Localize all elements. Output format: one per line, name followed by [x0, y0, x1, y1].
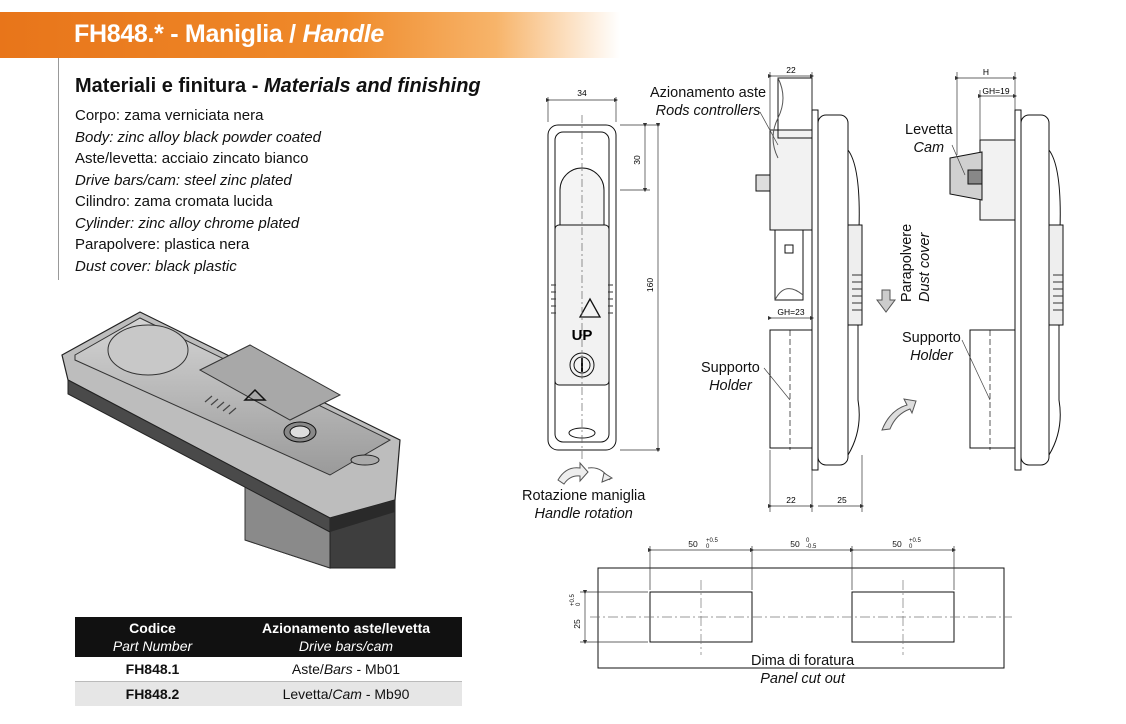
material-en: Dust cover: black plastic [75, 257, 237, 275]
part-code: FH848.2 [125, 686, 180, 702]
dim-50-b: 50 [790, 539, 800, 549]
handle-3d-render [61, 311, 401, 569]
material-it: Cilindro: zama cromata lucida [75, 193, 273, 210]
dim-h: H [983, 67, 989, 77]
material-en: Drive bars/cam: steel zinc plated [75, 171, 292, 189]
rotation-arrows-icon [557, 461, 614, 485]
side-view-cam [949, 109, 1064, 471]
table-row: FH848.1 Aste/Bars - Mb01 [75, 657, 462, 682]
up-marking: UP [572, 327, 593, 344]
page-title: FH848.* - Maniglia / Handle [74, 20, 385, 48]
rotate-arrow-icon [881, 398, 917, 431]
front-view [547, 115, 617, 460]
col-drive-it: Azionamento aste/levetta [261, 620, 431, 636]
dim-50-a: 50 [688, 539, 698, 549]
tol-zero: 0 [806, 538, 810, 544]
tol-plus: +0.5 [706, 538, 719, 544]
part-code: FH848.1 [125, 661, 180, 677]
dim-22-top: 22 [786, 65, 796, 75]
col-code-it: Codice [129, 620, 176, 636]
side-dims-1 [767, 72, 865, 512]
header-bar: FH848.* - Maniglia / Handle [0, 12, 620, 58]
material-it: Corpo: zama verniciata nera [75, 107, 264, 124]
col-code-en: Part Number [112, 638, 193, 654]
material-it: Parapolvere: plastica nera [75, 236, 250, 253]
dim-34: 34 [577, 88, 587, 98]
materials-list: Corpo: zama verniciata nera Body: zinc a… [75, 105, 321, 277]
side-dims-2 [954, 72, 1018, 155]
dim-gh19: GH=19 [982, 86, 1009, 96]
panel-cutout [590, 567, 1012, 669]
col-drive-en: Drive bars/cam [298, 638, 394, 654]
material-en: Cylinder: zinc alloy chrome plated [75, 214, 300, 232]
tol-plus: +0.5 [570, 593, 576, 606]
dim-160: 160 [645, 278, 655, 292]
front-dims [545, 97, 661, 453]
dim-22-bottom: 22 [786, 495, 796, 505]
cutout-dims [580, 546, 957, 645]
tol-minus: -0.5 [806, 544, 817, 550]
table-row: FH848.2 Levetta/Cam - Mb90 [75, 681, 462, 706]
divider-line [58, 58, 59, 280]
material-it: Aste/levetta: acciaio zincato bianco [75, 150, 309, 167]
tol-plus: +0.5 [909, 538, 922, 544]
dim-30: 30 [632, 155, 642, 165]
tol-zero: 0 [706, 544, 710, 550]
dim-gh23: GH=23 [777, 307, 804, 317]
tol-zero: 0 [909, 544, 913, 550]
down-arrow-icon [876, 289, 896, 313]
materials-title: Materiali e finitura - Materials and fin… [75, 75, 481, 97]
tol-zero: 0 [576, 602, 582, 606]
dim-25-cut: 25 [572, 619, 582, 629]
dim-50-c: 50 [892, 539, 902, 549]
leader-lines [759, 111, 991, 401]
material-en: Body: zinc alloy black powder coated [75, 128, 321, 146]
dim-25: 25 [837, 495, 847, 505]
side-view-rods [755, 77, 863, 471]
